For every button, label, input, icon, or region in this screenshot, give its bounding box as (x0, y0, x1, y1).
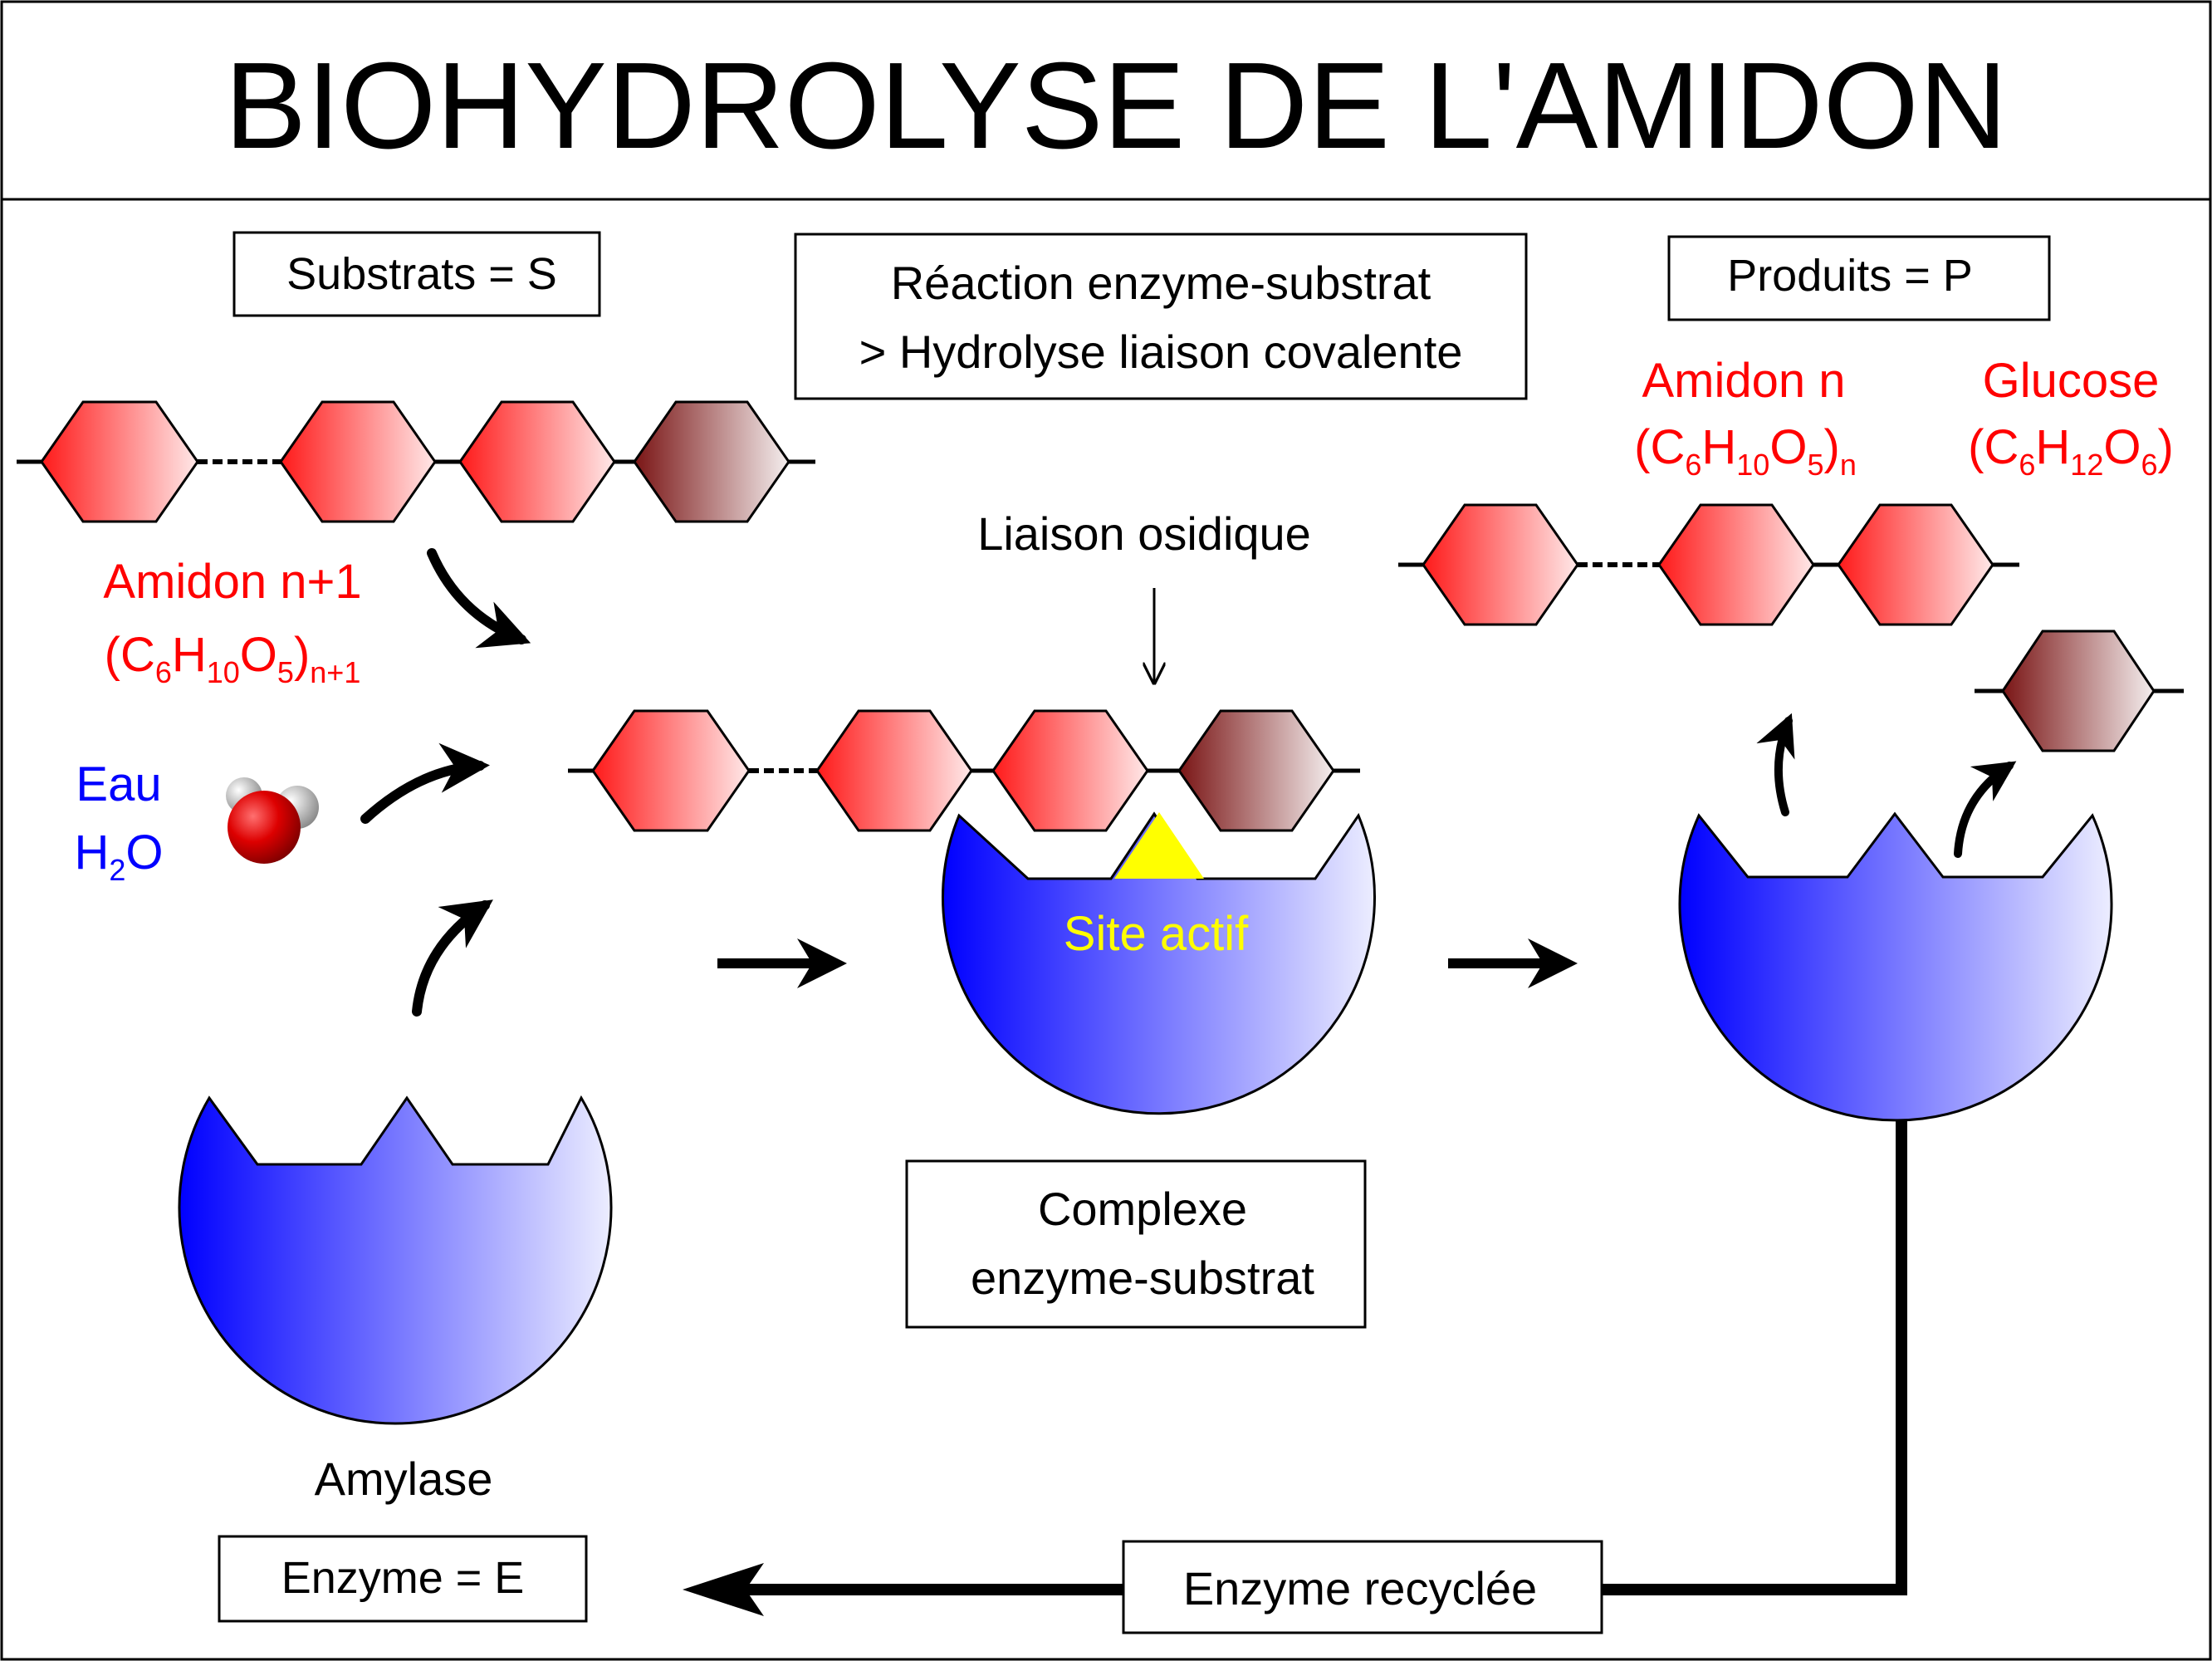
released-enzyme (1678, 811, 2113, 1122)
eau-label: Eau (76, 757, 161, 811)
formula-water: H2O (74, 826, 163, 887)
complexe-box: Complexe enzyme-substrat (905, 1159, 1367, 1329)
complexe-line-1: Complexe (1038, 1183, 1247, 1235)
enzyme-recyclee-box: Enzyme recyclée (1122, 1540, 1603, 1634)
recycle-line (1603, 1117, 1907, 1595)
terminal-glucose-unit (1177, 709, 1335, 832)
complex-enzyme (942, 811, 1376, 1115)
terminal-glucose-unit (633, 400, 790, 523)
glucose-unit (1837, 503, 1994, 626)
glucose-unit (991, 709, 1149, 832)
starch-chain-product (1398, 503, 2019, 626)
amylase-label: Amylase (315, 1453, 493, 1505)
enzyme-box: Enzyme = E (218, 1535, 588, 1623)
recycle-arrowhead (683, 1563, 764, 1616)
water-molecule-icon (226, 777, 319, 864)
glucose-label: Glucose (1983, 354, 2160, 408)
starch-chain-substrate (17, 400, 815, 523)
starch-chain-complex (568, 709, 1360, 832)
site-actif-label: Site actif (1064, 907, 1249, 961)
enzyme-recyclee-label: Enzyme recyclée (1183, 1562, 1537, 1614)
formula-glucose: (C6H12O6) (1968, 420, 2174, 482)
reaction-line-2: > Hydrolyse liaison covalente (859, 326, 1463, 378)
glucose-unit (279, 400, 437, 523)
produits-label: Produits = P (1727, 251, 1973, 301)
enzyme-arrow (412, 899, 493, 1017)
substrate-arrow (427, 548, 531, 649)
produits-box: Produits = P (1667, 235, 2051, 321)
glucose-unit (1422, 503, 1579, 626)
free-glucose (1975, 630, 2184, 752)
product-arrow-glucose (1954, 761, 2017, 858)
reaction-line-1: Réaction enzyme-substrat (891, 257, 1431, 309)
substrats-label: Substrats = S (286, 249, 557, 299)
complexe-line-2: enzyme-substrat (971, 1252, 1314, 1304)
formula-starch-n: (C6H10O5)n (1634, 420, 1857, 482)
product-arrow-starch (1756, 713, 1795, 816)
formula-starch-n-plus-1: (C6H10O5)n+1 (105, 628, 361, 689)
reaction-box: Réaction enzyme-substrat > Hydrolyse lia… (794, 233, 1528, 400)
glucose-unit (458, 400, 616, 523)
substrats-box: Substrats = S (232, 231, 601, 317)
liaison-osidique-label: Liaison osidique (977, 507, 1311, 560)
amidon-n-plus-1-label: Amidon n+1 (103, 555, 361, 609)
glucose-unit (1657, 503, 1815, 626)
glucose-monomer (2001, 630, 2156, 752)
enzyme-label: Enzyme = E (281, 1553, 525, 1603)
page-title: BIOHYDROLYSE DE L'AMIDON (224, 37, 2007, 174)
glucose-unit (815, 709, 973, 832)
amylase-enzyme (178, 1095, 613, 1425)
amidon-n-label: Amidon n (1642, 354, 1845, 408)
glucose-unit (591, 709, 751, 832)
water-arrow (360, 742, 490, 824)
site-actif-triangle (1114, 812, 1204, 879)
glucose-unit (40, 400, 199, 523)
